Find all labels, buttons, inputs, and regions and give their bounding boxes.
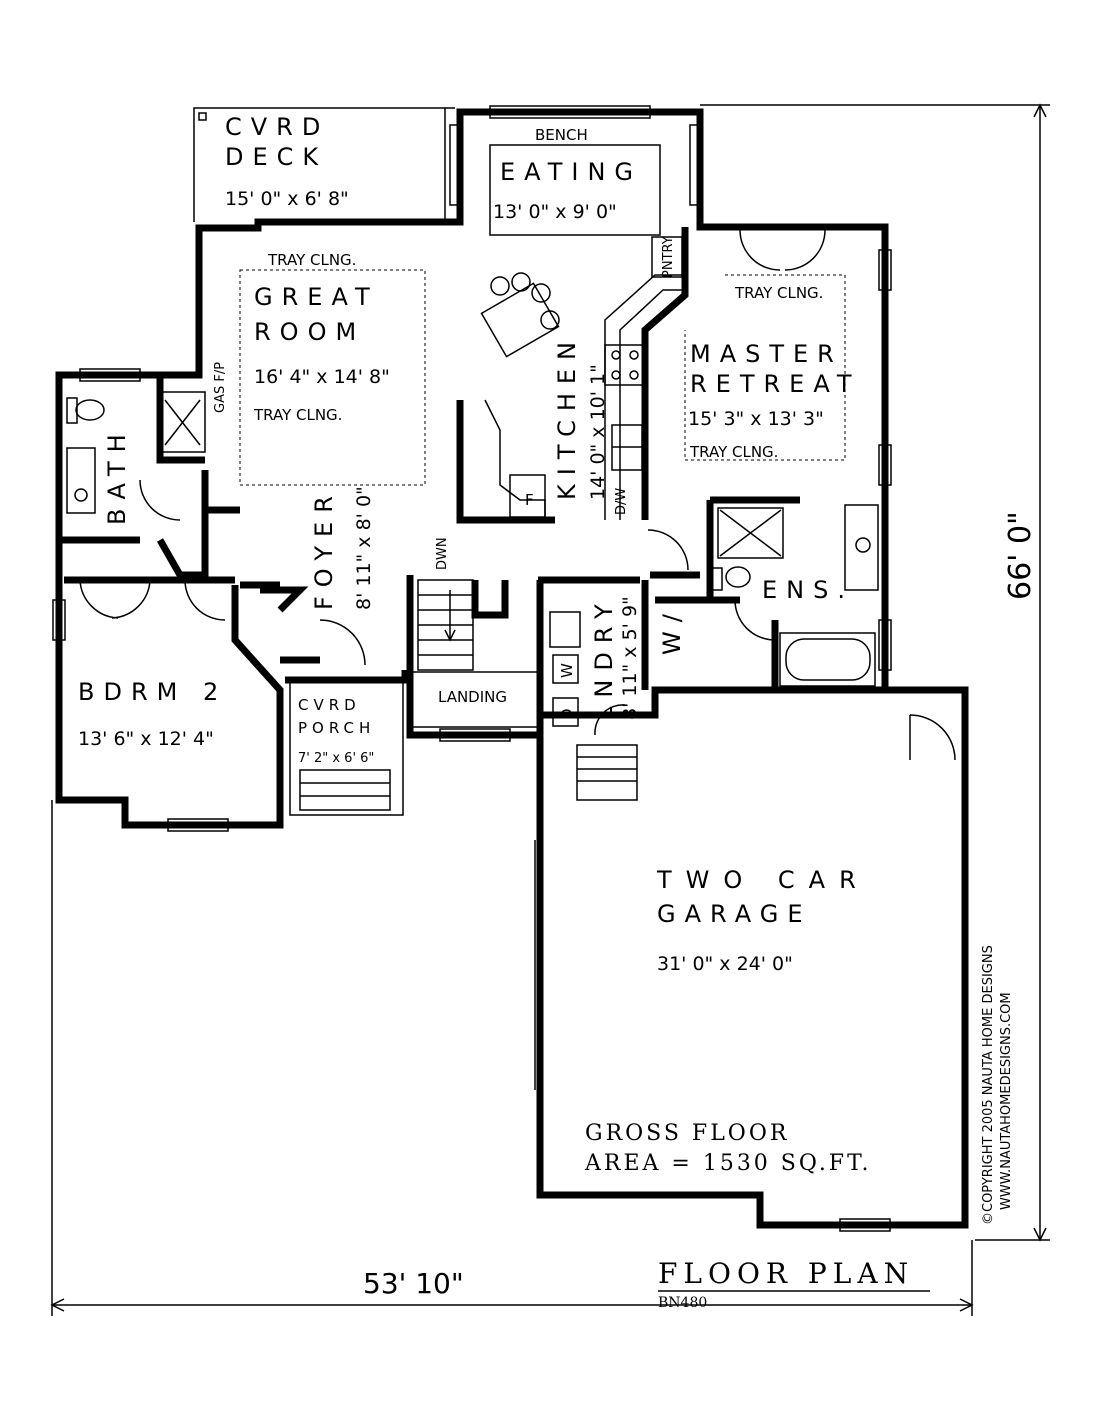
porch-label-2: PORCH — [298, 719, 375, 737]
laundry-dims: 8' 11" x 5' 9" — [619, 596, 641, 720]
depth-dimension: 66' 0" — [1003, 511, 1038, 600]
plan-code: BN480 — [658, 1295, 707, 1311]
garage-label-2: GARAGE — [657, 900, 811, 928]
eating-label: EATING — [500, 158, 642, 186]
room-labels: CVRD DECK 15' 0" x 6' 8" BENCH EATING 13… — [78, 113, 1038, 1311]
master-tray-top: TRAY CLNG. — [734, 284, 823, 302]
foyer-label: FOYER — [310, 487, 338, 610]
pantry-label: PNTRY — [661, 236, 676, 278]
bath-label: BATH — [103, 425, 131, 525]
kitchen-label: KITCHEN — [553, 333, 581, 500]
foyer-dims: 8' 11" x 8' 0" — [353, 486, 375, 610]
great-room-label-1: GREAT — [254, 283, 379, 311]
washer-label: W — [558, 663, 576, 678]
deck-label-2: DECK — [225, 143, 327, 171]
windows — [52, 105, 892, 1232]
great-room-dims: 16' 4" x 14' 8" — [254, 366, 390, 388]
great-room-tray-top: TRAY CLNG. — [267, 251, 356, 269]
down-label: DWN — [435, 537, 450, 570]
deck-label-1: CVRD — [225, 113, 329, 141]
interior-walls — [59, 227, 800, 735]
ensuite-label: ENS. — [762, 576, 854, 604]
porch-label-1: CVRD — [298, 696, 361, 714]
plan-title: FLOOR PLAN — [658, 1257, 914, 1290]
landing-label: LANDING — [438, 688, 507, 706]
bedroom-label: BDRM 2 — [78, 678, 227, 706]
dishwasher-label: D/W — [614, 488, 629, 515]
bench-label: BENCH — [535, 126, 588, 144]
master-label-2: RETREAT — [690, 370, 861, 398]
great-room-label-2: ROOM — [254, 318, 365, 346]
great-room-tray-bottom: TRAY CLNG. — [253, 406, 342, 424]
copyright-line-1: ©COPYRIGHT 2005 NAUTA HOME DESIGNS — [981, 945, 996, 1225]
dryer-label: D — [558, 708, 576, 720]
width-dimension: 53' 10" — [363, 1267, 464, 1300]
fixtures — [66, 144, 879, 811]
gross-area-line-1: GROSS FLOOR — [585, 1121, 789, 1146]
master-dims: 15' 3" x 13' 3" — [688, 408, 824, 430]
copyright-line-2: WWW.NAUTAHOMEDESIGNS.COM — [999, 992, 1014, 1210]
deck-dims: 15' 0" x 6' 8" — [225, 188, 349, 210]
fireplace-label: GAS F/P — [213, 362, 228, 413]
porch-dims: 7' 2" x 6' 6" — [298, 751, 374, 766]
eating-dims: 13' 0" x 9' 0" — [493, 201, 617, 223]
kitchen-dims: 14' 0" x 10' 1" — [587, 364, 609, 500]
laundry-label: LNDRY — [590, 595, 618, 720]
bedroom-dims: 13' 6" x 12' 4" — [78, 728, 214, 750]
doors — [79, 229, 956, 761]
garage-dims: 31' 0" x 24' 0" — [657, 953, 793, 975]
garage-label-1: TWO CAR — [656, 866, 870, 894]
gross-area-line-2: AREA = 1530 SQ.FT. — [584, 1151, 872, 1176]
master-label-1: MASTER — [690, 340, 843, 368]
dimension-lines — [50, 103, 1050, 1316]
fridge-label: F — [525, 491, 534, 509]
walk-in-label: W/I — [658, 589, 686, 655]
master-tray-bottom: TRAY CLNG. — [689, 443, 778, 461]
covered-deck — [193, 107, 455, 222]
